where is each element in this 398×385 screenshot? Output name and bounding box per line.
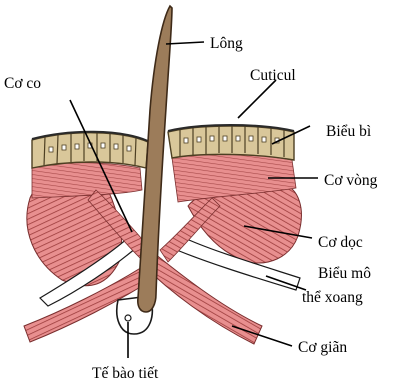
left-circular-muscle bbox=[32, 163, 142, 198]
label-sinus-epithelium-1: Biểu mô bbox=[318, 265, 371, 282]
label-retractor-muscle: Cơ co bbox=[4, 75, 41, 92]
secretory-cell-nucleus bbox=[125, 315, 131, 321]
label-hair: Lông bbox=[210, 35, 243, 52]
leader-cuticle bbox=[238, 80, 276, 118]
label-circular-muscle: Cơ vòng bbox=[324, 172, 378, 189]
label-secretory-cell: Tế bào tiết bbox=[92, 365, 159, 382]
label-longitudinal-muscle: Cơ dọc bbox=[318, 234, 363, 251]
label-dilator-muscle: Cơ giãn bbox=[298, 339, 347, 356]
leader-hair bbox=[166, 42, 204, 44]
label-epidermis: Biểu bì bbox=[326, 123, 372, 140]
label-cuticle: Cuticul bbox=[250, 67, 296, 84]
label-sinus-epithelium-2: thể xoang bbox=[302, 289, 363, 306]
